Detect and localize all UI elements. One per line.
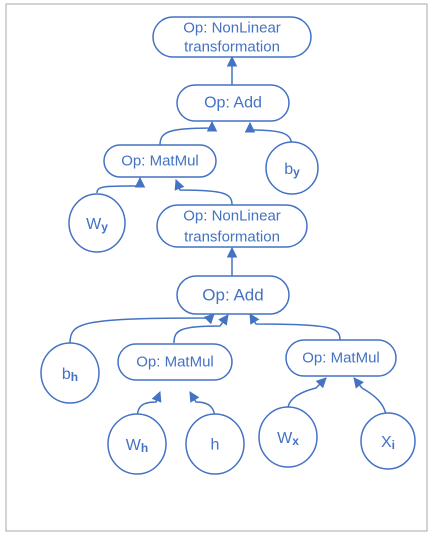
b-h-shape [40,342,100,404]
left-matmul-shape [117,343,233,381]
node-b-y: by [265,141,319,195]
edge-bh-to-mid-add [69,313,215,344]
edge-xi-to-right-matmul [353,377,387,416]
node-mid-nonlinear: Op: NonLinear transformation [156,204,308,248]
right-matmul-shape [285,339,397,377]
mid-nonlinear-shape [156,204,308,248]
node-right-matmul: Op: MatMul [285,339,397,377]
w-x-label: Wx [277,430,299,449]
node-w-h: Wh [107,413,167,475]
b-h-label: bh [62,366,78,385]
node-w-y: Wy [68,193,126,253]
node-top-nonlinear: Op: NonLinear transformation [152,16,312,58]
right-matmul-label: Op: MatMul [302,350,380,367]
h-label: h [211,437,220,454]
h-shape [185,413,245,475]
edge-top-matmul-to-top-add [159,120,218,146]
mid-nonlinear-label-line1: Op: NonLinear [183,208,281,225]
w-h-shape [107,413,167,475]
top-add-shape [176,84,290,122]
node-w-x: Wx [258,406,318,468]
top-nonlinear-label-line2: transformation [184,39,280,56]
x-i-shape [360,412,416,470]
node-b-h: bh [40,342,100,404]
edge-left-matmul-to-mid-add [173,314,229,344]
node-left-matmul: Op: MatMul [117,343,233,381]
edge-mid-nonlinear-to-top-matmul [174,179,233,206]
mid-nonlinear-label-line2: transformation [184,229,280,246]
node-mid-add: Op: Add [176,275,290,315]
w-x-shape [258,406,318,468]
top-add-label: Op: Add [204,95,262,112]
b-y-shape [265,141,319,195]
node-x-i: Xi [360,412,416,470]
w-h-label: Wh [126,437,148,456]
w-y-label: Wy [86,216,108,235]
node-top-add: Op: Add [176,84,290,122]
left-matmul-label: Op: MatMul [136,354,214,371]
edge-right-matmul-to-mid-add [249,313,341,341]
top-nonlinear-label-line1: Op: NonLinear [183,20,281,37]
x-i-label: Xi [381,434,395,453]
node-h: h [185,413,245,475]
top-nonlinear-shape [152,16,312,58]
mid-add-label: Op: Add [202,286,263,305]
w-y-shape [68,193,126,253]
top-matmul-label: Op: MatMul [121,153,199,170]
edge-wx-to-right-matmul [287,377,327,408]
b-y-label: by [284,161,300,180]
top-matmul-shape [103,144,217,178]
mid-add-shape [176,275,290,315]
edge-wy-to-top-matmul [96,176,146,194]
node-top-matmul: Op: MatMul [103,144,217,178]
